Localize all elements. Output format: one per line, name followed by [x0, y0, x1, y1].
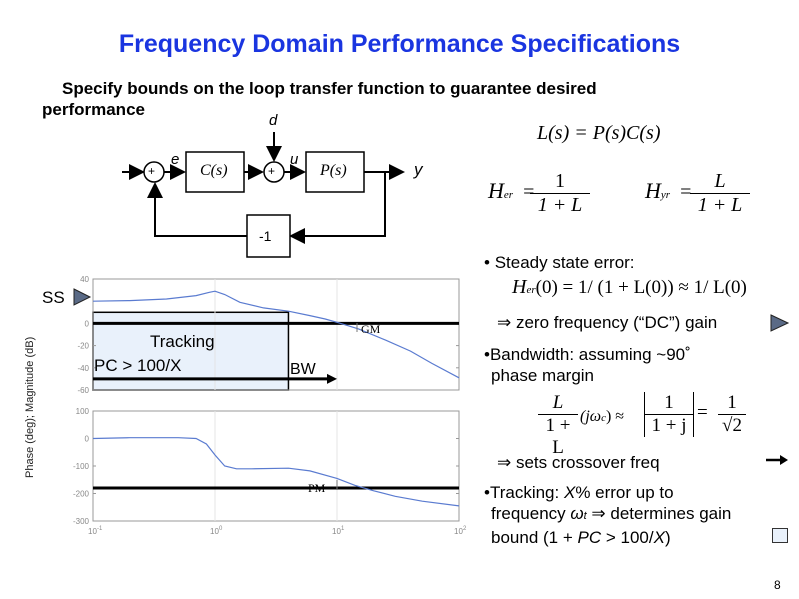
magnitude-ytick-label: -20	[77, 342, 89, 351]
tracking-label: Tracking	[150, 332, 215, 351]
phase-xtick-exponent: 1	[341, 526, 345, 532]
phase-curve	[92, 437, 460, 507]
bullet-tracking: •Tracking: X% error up to frequency ωt ⇒…	[484, 483, 732, 547]
bw-argument: (jωc) ≈	[580, 408, 625, 425]
triangle-marker-icon	[770, 314, 790, 332]
feedback-path	[289, 172, 386, 244]
bw-mid-fraction: 1 1 + j	[644, 392, 694, 437]
h-yr-fraction: L 1 + L	[690, 170, 750, 217]
box-marker-icon	[772, 528, 788, 543]
phase-ytick-label: 0	[85, 435, 90, 444]
loop-transfer-equation: L(s) = P(s)C(s)	[537, 122, 661, 144]
magnitude-ytick-label: -40	[77, 364, 89, 373]
magnitude-curve	[92, 290, 460, 379]
magnitude-ytick-label: 40	[80, 275, 89, 284]
error-signal-label: e	[171, 151, 180, 168]
steady-state-equation: Her(0) = 1/ (1 + L(0)) ≈ 1/ L(0)	[512, 276, 747, 298]
phase-xtick-label: 10	[332, 527, 341, 536]
h-er-fraction: 1 1 + L	[530, 170, 590, 217]
sum1-plus: +	[148, 164, 156, 178]
magnitude-ytick-label: -60	[77, 386, 89, 395]
control-signal-label: u	[290, 151, 299, 168]
page-number: 8	[774, 578, 781, 592]
sum2-plus: +	[268, 164, 276, 178]
h-yr-equation: Hyr =	[645, 178, 692, 203]
disturbance-label: d	[269, 112, 278, 129]
slide-title: Frequency Domain Performance Specificati…	[118, 30, 681, 58]
phase-xtick-exponent: 0	[219, 526, 223, 532]
bullet-steady-state: • Steady state error:	[484, 253, 635, 272]
phase-xtick-exponent: -1	[97, 526, 103, 532]
phase-xtick-label: 10	[88, 527, 97, 536]
slide-subtitle: Specify bounds on the loop transfer func…	[42, 79, 597, 119]
phase-ytick-label: -100	[73, 462, 90, 471]
magnitude-ytick-label: 0	[85, 319, 90, 328]
plant-label: P(s)	[320, 162, 347, 179]
feedback-gain-label: -1	[259, 228, 272, 244]
phase-ytick-label: 100	[76, 407, 90, 416]
bw-rhs-fraction: 1 √2	[718, 392, 746, 437]
pc-bound-label: PC > 100/X	[94, 356, 182, 375]
tracking-region	[92, 311, 290, 391]
phase-xtick-exponent: 2	[463, 526, 467, 532]
bode-ylabel: Phase (deg); Magnitude (dB)	[24, 336, 36, 478]
arrow-marker-icon	[766, 455, 788, 465]
controller-label: C(s)	[200, 162, 228, 179]
gain-margin-label: GM	[361, 322, 381, 336]
phase-margin-label: PM	[308, 481, 326, 495]
phase-xtick-label: 10	[454, 527, 463, 536]
output-signal-label: y	[414, 160, 423, 179]
magnitude-axes-frame	[92, 278, 460, 391]
phase-axes-frame	[92, 410, 460, 522]
crossover-implication: ⇒ sets crossover freq	[497, 453, 660, 472]
h-er-equation: Her =	[488, 178, 535, 203]
bw-lhs-fraction: L 1 + L	[538, 392, 578, 459]
controller-block	[185, 151, 245, 193]
plant-block	[305, 151, 365, 193]
bullet-bandwidth: •Bandwidth: assuming ~90˚phase margin	[484, 345, 691, 385]
feedback-gain-block	[246, 214, 291, 258]
phase-ytick-label: -200	[73, 490, 90, 499]
dc-gain-implication: ⇒ zero frequency (“DC”) gain	[497, 313, 718, 332]
bw-equals: =	[697, 402, 708, 423]
bandwidth-label: BW	[290, 361, 316, 378]
bandwidth-arrowhead	[327, 373, 337, 384]
phase-ytick-label: -300	[73, 517, 90, 526]
ss-label: SS	[42, 288, 65, 307]
ss-triangle-icon	[73, 288, 92, 306]
phase-xtick-label: 10	[210, 527, 219, 536]
